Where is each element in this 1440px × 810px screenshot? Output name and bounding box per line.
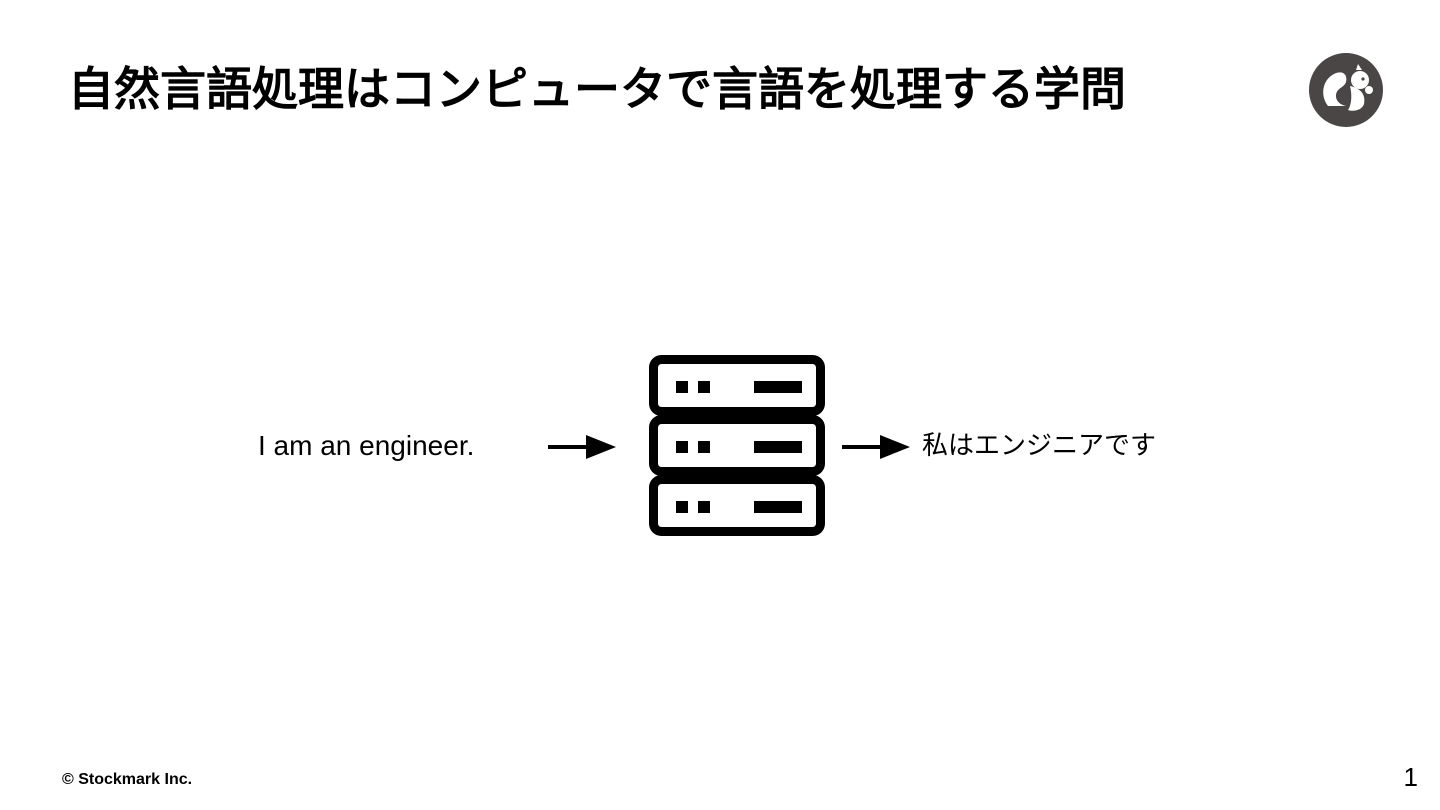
output-sentence: 私はエンジニアです bbox=[922, 431, 1157, 461]
footer-copyright: © Stockmark Inc. bbox=[62, 771, 193, 788]
page-number: 1 bbox=[1403, 762, 1418, 792]
arrow-right-icon bbox=[842, 435, 910, 459]
arrow-right-icon bbox=[548, 435, 616, 459]
squirrel-logo-icon bbox=[1309, 53, 1383, 127]
slide-title: 自然言語処理はコンピュータで言語を処理する学問 bbox=[68, 62, 1126, 116]
server-stack-icon bbox=[649, 355, 825, 536]
input-sentence: I am an engineer. bbox=[258, 430, 475, 461]
